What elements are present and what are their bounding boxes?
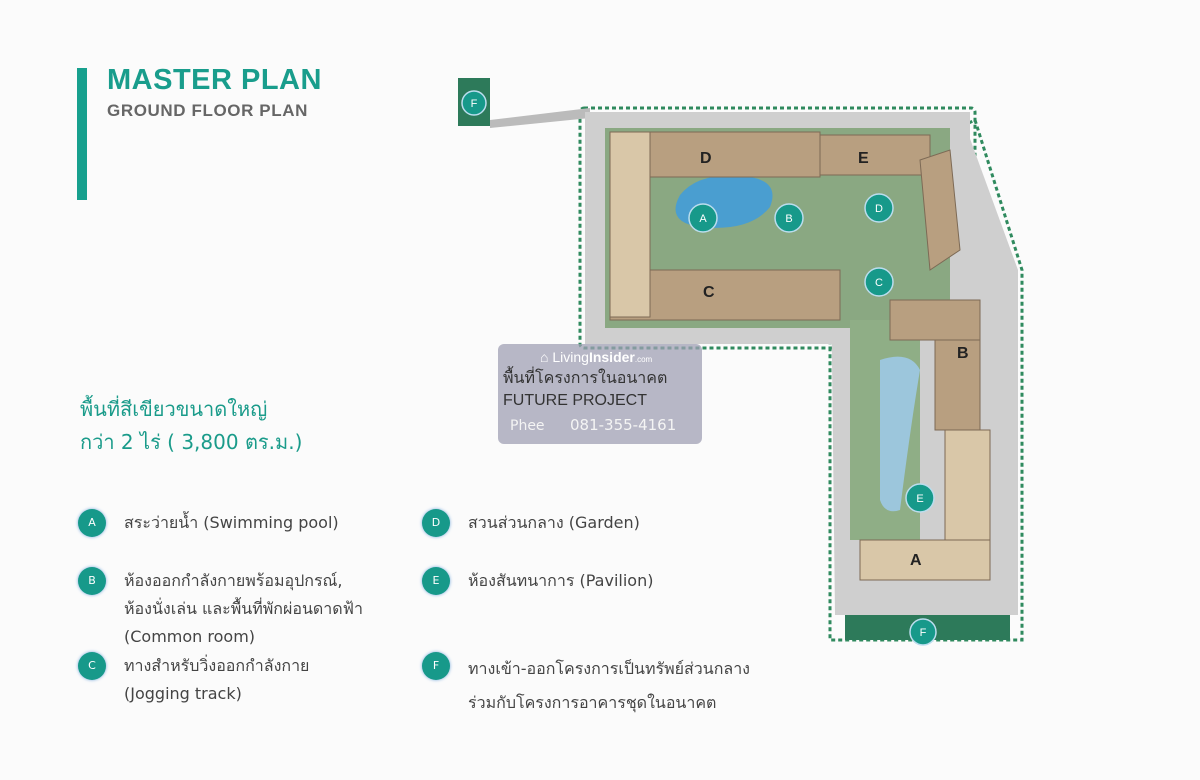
legend-text: ทางสำหรับวิ่งออกกำลังกาย (Jogging track) bbox=[124, 656, 310, 703]
building-label-d: D bbox=[700, 150, 712, 167]
building-label-a: A bbox=[910, 552, 922, 569]
building-label-c: C bbox=[703, 284, 715, 301]
watermark-brand-suffix: .com bbox=[634, 355, 653, 364]
building-label-e: E bbox=[858, 150, 869, 167]
legend-item-c: C ทางสำหรับวิ่งออกกำลังกาย (Jogging trac… bbox=[78, 652, 309, 708]
watermark-brand-light: Living bbox=[552, 349, 589, 365]
buildings bbox=[609, 131, 991, 581]
marker-c: C bbox=[875, 277, 883, 289]
watermark-box bbox=[498, 344, 702, 444]
legend-text: สระว่ายน้ำ (Swimming pool) bbox=[124, 513, 339, 532]
legend-badge: D bbox=[422, 509, 450, 537]
building-label-b: B bbox=[957, 345, 969, 362]
future-project-english: FUTURE PROJECT bbox=[503, 392, 647, 409]
marker-e: E bbox=[916, 493, 923, 505]
legend-item-d: D สวนส่วนกลาง (Garden) bbox=[422, 509, 640, 537]
watermark-agent: Phee bbox=[510, 418, 545, 434]
marker-a: A bbox=[699, 213, 707, 225]
legend-text: สวนส่วนกลาง (Garden) bbox=[468, 513, 640, 532]
watermark-phone: 081-355-4161 bbox=[570, 416, 677, 434]
legend-item-a: A สระว่ายน้ำ (Swimming pool) bbox=[78, 509, 339, 537]
legend-item-e: E ห้องสันทนาการ (Pavilion) bbox=[422, 567, 653, 595]
legend-text: ทางเข้า-ออกโครงการเป็นทรัพย์ส่วนกลาง ร่ว… bbox=[468, 659, 750, 712]
legend-badge: A bbox=[78, 509, 106, 537]
legend-text: ห้องออกกำลังกายพร้อมอุปกรณ์, ห้องนั่งเล่… bbox=[124, 571, 363, 646]
page-title: MASTER PLAN bbox=[107, 64, 322, 96]
future-project-thai: พื้นที่โครงการในอนาคต bbox=[503, 368, 668, 387]
water-feature bbox=[880, 356, 920, 512]
page-subtitle: GROUND FLOOR PLAN bbox=[107, 101, 308, 120]
legend-item-f: F ทางเข้า-ออกโครงการเป็นทรัพย์ส่วนกลาง ร… bbox=[422, 652, 750, 720]
legend-badge: F bbox=[422, 652, 450, 680]
watermark-brand-bold: Insider bbox=[588, 349, 635, 365]
green-area-line1: พื้นที่สีเขียวขนาดใหญ่ bbox=[80, 397, 268, 421]
legend-badge: E bbox=[422, 567, 450, 595]
marker-b: B bbox=[785, 213, 792, 225]
plan-markers bbox=[461, 90, 937, 646]
house-icon: ⌂ bbox=[540, 349, 549, 365]
legend-badge: C bbox=[78, 652, 106, 680]
legend-text: ห้องสันทนาการ (Pavilion) bbox=[468, 571, 654, 590]
green-area-line2: กว่า 2 ไร่ ( 3,800 ตร.ม.) bbox=[80, 430, 303, 454]
marker-f-top: F bbox=[471, 98, 478, 110]
title-accent-bar bbox=[77, 68, 87, 200]
marker-f-bottom: F bbox=[920, 627, 927, 639]
watermark-logo: ⌂ LivingInsider.com bbox=[540, 348, 652, 369]
access-road bbox=[490, 108, 590, 128]
green-area-note: พื้นที่สีเขียวขนาดใหญ่ กว่า 2 ไร่ ( 3,80… bbox=[80, 393, 302, 459]
legend-item-b: B ห้องออกกำลังกายพร้อมอุปกรณ์, ห้องนั่งเ… bbox=[78, 567, 363, 651]
marker-d: D bbox=[875, 203, 883, 215]
legend-badge: B bbox=[78, 567, 106, 595]
